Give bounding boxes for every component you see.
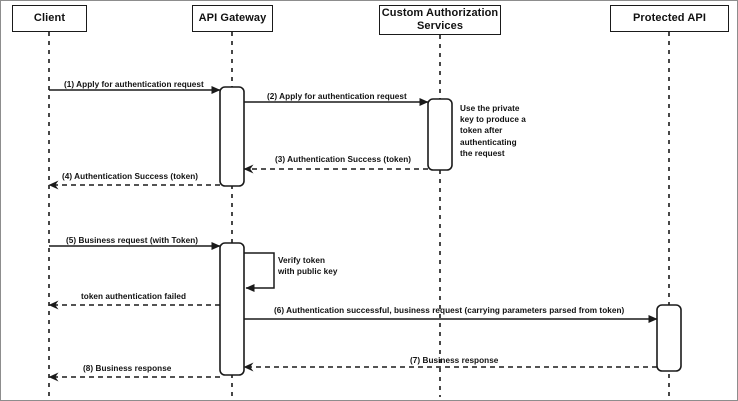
actor-box-gateway[interactable]: API Gateway: [192, 5, 273, 32]
message-label-m5: (5) Business request (with Token): [66, 236, 199, 245]
message-label-m3: (3) Authentication Success (token): [275, 155, 412, 164]
actor-box-protapi[interactable]: Protected API: [610, 5, 729, 32]
actor-label-client: Client: [33, 12, 66, 24]
message-label-m4: (4) Authentication Success (token): [62, 172, 199, 181]
message-label-m2: (2) Apply for authentication request: [267, 92, 407, 101]
self-message-path-self-verify: [244, 252, 275, 292]
activation-gw-act-1: [219, 86, 245, 187]
messages-layer: [48, 86, 658, 382]
message-label-m8: (8) Business response: [83, 364, 172, 373]
actor-box-client[interactable]: Client: [12, 5, 87, 32]
activation-gw-act-2: [219, 242, 245, 376]
actor-label-protapi: Protected API: [632, 12, 707, 24]
actor-label-gateway: API Gateway: [198, 12, 267, 24]
message-label-m7: (7) Business response: [410, 356, 499, 365]
activation-auth-act-1: [427, 98, 453, 171]
message-label-mfail: token authentication failed: [81, 292, 187, 301]
message-label-m1: (1) Apply for authentication request: [64, 80, 204, 89]
activation-api-act-1: [656, 304, 682, 372]
activations-layer: [219, 86, 682, 376]
message-label-m6: (6) Authentication successful, business …: [274, 306, 625, 315]
lifelines-layer: [48, 32, 670, 397]
